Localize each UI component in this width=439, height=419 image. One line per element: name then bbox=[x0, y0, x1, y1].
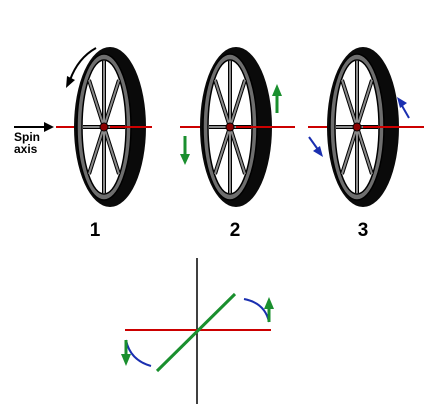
tilted-axis bbox=[155, 292, 237, 373]
torque-arrow-down-icon bbox=[180, 136, 190, 165]
curved-arrow-down-left-icon bbox=[125, 339, 152, 367]
precession-axes-diagram bbox=[121, 258, 274, 404]
curved-arrow-up-right-icon bbox=[243, 298, 270, 323]
precession-arrow-up-icon bbox=[397, 97, 410, 119]
wheel-1 bbox=[56, 45, 152, 209]
wheel-number-1: 1 bbox=[89, 220, 101, 241]
wheel-number-3: 3 bbox=[357, 220, 369, 241]
torque-arrow-up-icon bbox=[272, 84, 282, 113]
wheel-3 bbox=[308, 45, 424, 209]
wheel-number-2: 2 bbox=[229, 220, 241, 241]
spin-axis-label: Spin axis bbox=[14, 131, 40, 155]
precession-arrow-down-icon bbox=[308, 136, 323, 157]
spin-axis-label-line1: Spin bbox=[14, 130, 40, 144]
spin-axis-label-line2: axis bbox=[14, 142, 38, 156]
wheel-2 bbox=[180, 45, 295, 209]
rotation-arrow-icon bbox=[69, 47, 97, 81]
